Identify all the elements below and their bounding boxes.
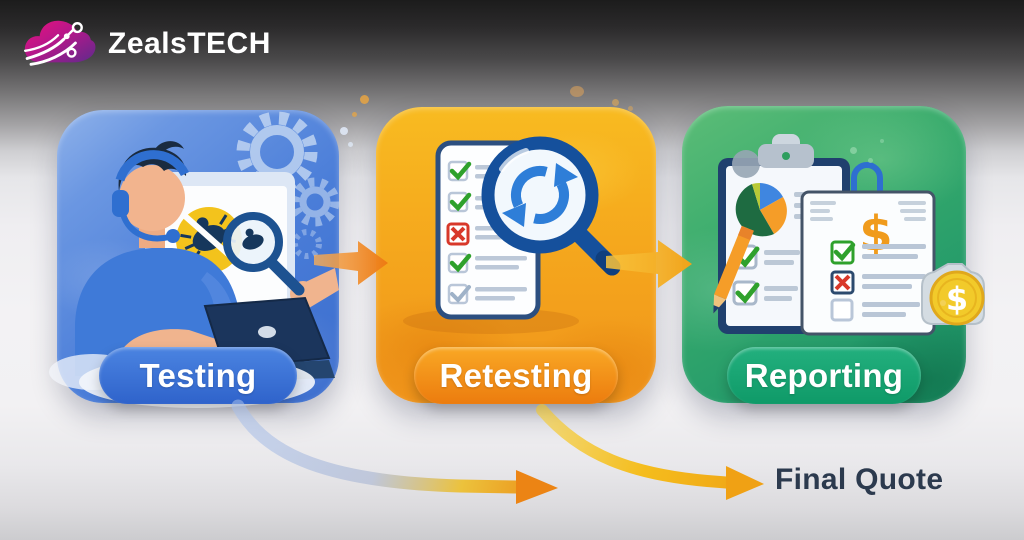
step-label-reporting: Reporting bbox=[727, 347, 921, 404]
step-label-text: Retesting bbox=[439, 356, 593, 394]
decorative-splash bbox=[348, 142, 353, 147]
step-label-text: Reporting bbox=[744, 356, 904, 394]
coin-icon: $ bbox=[921, 263, 985, 326]
step-label-text: Testing bbox=[139, 356, 257, 394]
step-label-retesting: Retesting bbox=[414, 347, 618, 404]
dollar-sign: $ bbox=[946, 280, 968, 318]
arrow-testing-to-final-quote bbox=[231, 399, 558, 504]
arrow-retesting-to-final-quote bbox=[536, 404, 764, 500]
decorative-splash bbox=[360, 95, 369, 104]
step-card-testing: Testing bbox=[49, 110, 340, 408]
decorative-splash bbox=[850, 147, 857, 154]
invoice-icon: $ bbox=[800, 190, 936, 336]
decorative-splash bbox=[570, 86, 584, 97]
dollar-sign: $ bbox=[859, 206, 892, 262]
brand-name: ZealsTECH bbox=[108, 27, 271, 60]
decorative-splash bbox=[940, 300, 946, 306]
decorative-splash bbox=[612, 99, 619, 106]
step-card-retesting: Retesting bbox=[376, 107, 656, 404]
brand-logo-group: ZealsTECH bbox=[20, 16, 271, 72]
curved-arrows-to-final-quote bbox=[231, 399, 764, 504]
pie-chart-icon bbox=[735, 182, 787, 237]
cloud-circuit-logo-icon bbox=[24, 20, 96, 66]
decorative-splash bbox=[340, 127, 348, 135]
refresh-icon bbox=[502, 163, 578, 227]
retesting-illustration bbox=[403, 136, 621, 334]
magnifier-icon bbox=[223, 212, 339, 308]
decorative-splash bbox=[868, 158, 873, 163]
arrow-testing-to-retesting bbox=[314, 241, 388, 285]
decorative-splash bbox=[628, 106, 633, 111]
step-card-reporting: $ $ Reporting bbox=[682, 106, 985, 404]
final-quote-label: Final Quote bbox=[775, 463, 944, 496]
paperclip-icon bbox=[851, 162, 883, 197]
pencil-icon bbox=[713, 225, 754, 314]
decorative-splash bbox=[880, 139, 884, 143]
reporting-illustration: $ $ bbox=[713, 134, 985, 336]
decorative-splash bbox=[352, 112, 357, 117]
arrow-retesting-to-reporting bbox=[606, 240, 692, 288]
step-label-testing: Testing bbox=[99, 347, 297, 404]
